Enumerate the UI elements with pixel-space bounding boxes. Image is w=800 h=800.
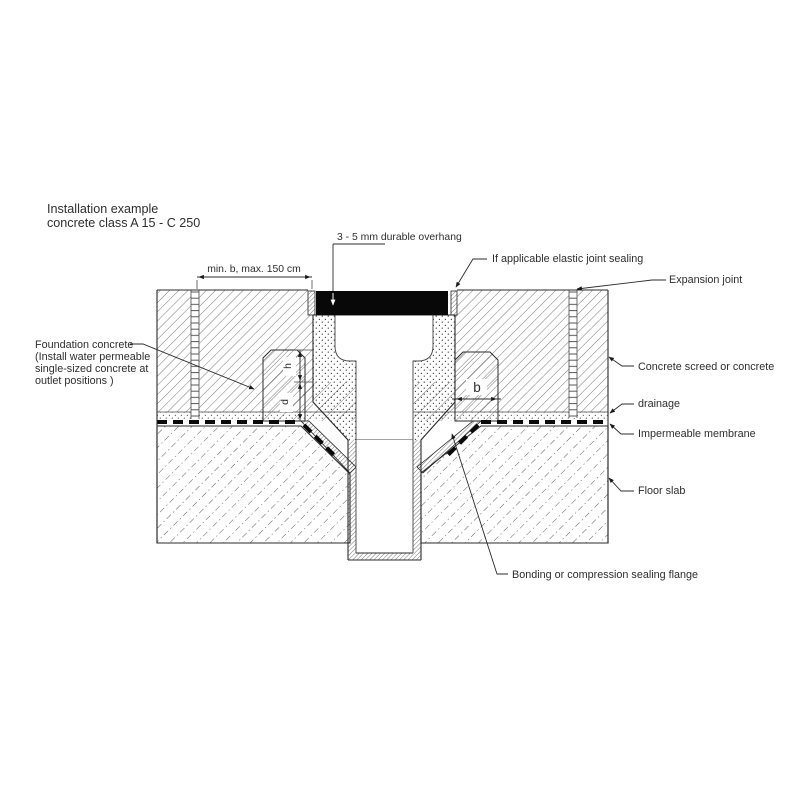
dimension-d-label: d	[280, 399, 291, 405]
text-labels: Installation example concrete class A 15…	[35, 202, 774, 581]
leader-floor-slab	[608, 477, 634, 492]
dimension-h-label: h	[283, 363, 294, 369]
dimension-b-label: b	[473, 380, 481, 395]
label-floor-slab: Floor slab	[638, 485, 685, 497]
leader-drainage	[609, 403, 634, 414]
label-foundation-line4: outlet positions )	[35, 375, 114, 387]
title-line2: concrete class A 15 - C 250	[47, 216, 200, 230]
leader-lines	[130, 258, 666, 575]
label-concrete-screed: Concrete screed or concrete	[638, 361, 774, 373]
dimension-overhang-label: 3 - 5 mm durable overhang	[337, 232, 462, 243]
leader-concrete-screed	[608, 356, 634, 367]
label-bonding-flange: Bonding or compression sealing flange	[512, 569, 698, 581]
leader-expansion-joint	[576, 279, 666, 291]
elastic-sealing-strip-right	[450, 290, 458, 316]
expansion-joint-left	[190, 290, 200, 419]
leader-bonding-flange	[451, 433, 508, 575]
drain-grate-assembly	[307, 290, 458, 316]
label-elastic-joint: If applicable elastic joint sealing	[492, 253, 643, 265]
impermeable-membrane-line	[157, 420, 608, 460]
label-drainage: drainage	[638, 398, 680, 410]
dimension-dh: h d	[280, 349, 313, 421]
expansion-joint-right	[568, 290, 578, 418]
dimension-span-label: min. b, max. 150 cm	[207, 264, 301, 275]
elastic-sealing-strip-left	[307, 290, 316, 316]
label-expansion-joint: Expansion joint	[669, 274, 742, 286]
drain-grate	[316, 291, 448, 315]
drawing-outline	[156, 289, 609, 543]
leader-elastic-joint	[455, 258, 487, 288]
drain-body	[312, 314, 456, 561]
leader-membrane	[609, 423, 634, 435]
label-foundation-line3: single-sized concrete at	[35, 363, 148, 375]
label-foundation-line1: Foundation concrete	[35, 339, 133, 351]
dimension-overhang: 3 - 5 mm durable overhang	[330, 232, 462, 306]
label-impermeable-membrane: Impermeable membrane	[638, 428, 756, 440]
dimension-b: b	[452, 379, 501, 402]
leader-foundation-concrete	[130, 343, 255, 390]
title-line1: Installation example	[47, 202, 158, 216]
floor-slab	[156, 425, 609, 544]
label-foundation-line2: (Install water permeable	[35, 351, 150, 363]
dimension-span: min. b, max. 150 cm	[196, 264, 313, 289]
